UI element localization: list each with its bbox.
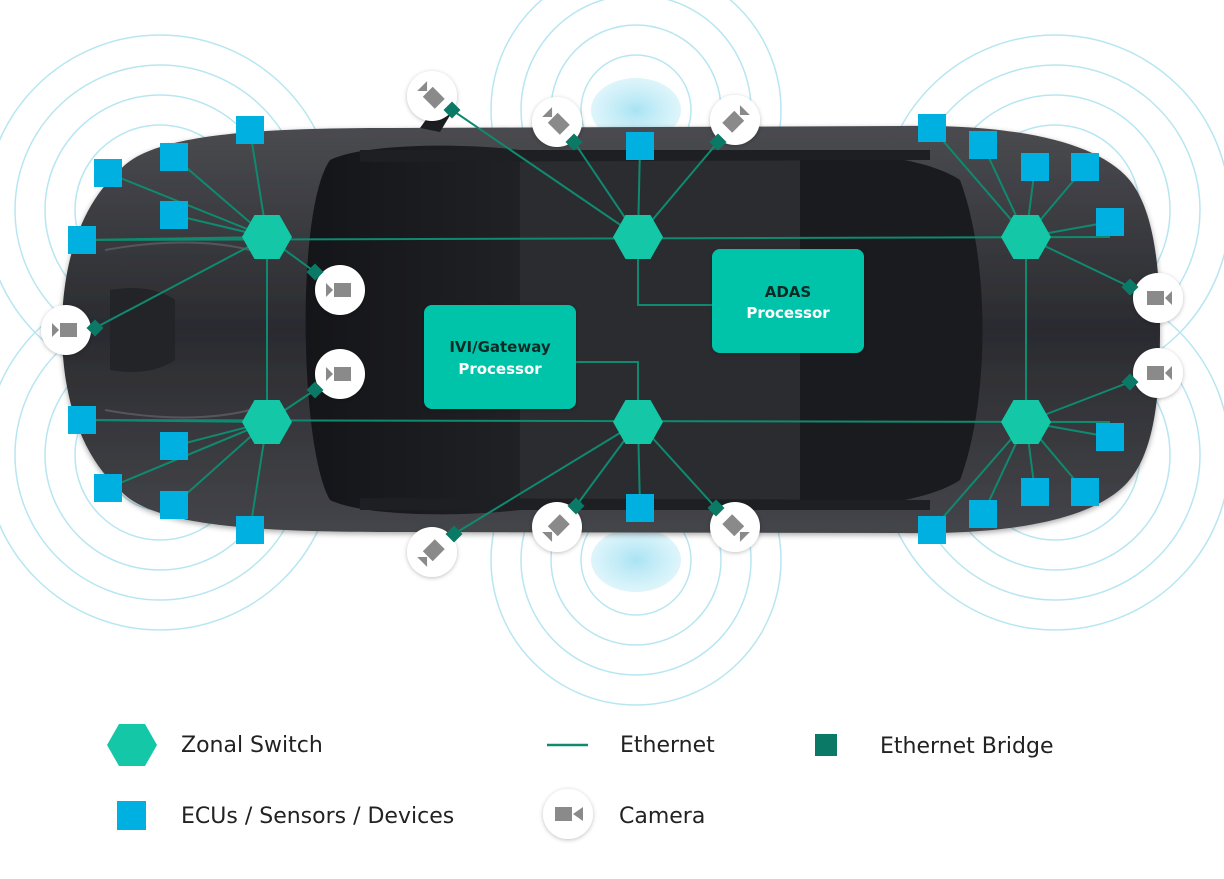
camera bbox=[315, 349, 365, 399]
video-camera-icon bbox=[52, 323, 77, 337]
ethernet-bridge bbox=[707, 499, 725, 517]
ecu-sensor-device bbox=[94, 474, 122, 502]
legend: Zonal Switch ECUs / Sensors / Devices Et… bbox=[107, 724, 1053, 839]
ethernet-bridge bbox=[565, 133, 583, 151]
camera bbox=[710, 95, 760, 145]
hexagon-icon bbox=[107, 724, 157, 766]
ecu-sensor-device bbox=[94, 159, 122, 187]
ecu-sensor-device bbox=[1021, 478, 1049, 506]
ecu-sensor-device bbox=[969, 131, 997, 159]
ivi-processor-label-1: IVI/Gateway bbox=[449, 338, 551, 356]
camera bbox=[1133, 348, 1183, 398]
ecu-sensor-device bbox=[1096, 208, 1124, 236]
ecu-sensor-device bbox=[236, 116, 264, 144]
camera bbox=[315, 265, 365, 315]
camera bbox=[41, 305, 91, 355]
ecu-sensor-device bbox=[68, 226, 96, 254]
camera bbox=[407, 527, 457, 577]
ethernet-bridge bbox=[306, 381, 324, 399]
ecu-sensor-device bbox=[969, 500, 997, 528]
ecu-sensor-device bbox=[918, 516, 946, 544]
ivi-gateway-processor: IVI/Gateway Processor bbox=[424, 305, 576, 409]
legend-ecus-label: ECUs / Sensors / Devices bbox=[181, 804, 454, 829]
ethernet-link bbox=[453, 421, 639, 535]
video-camera-icon bbox=[722, 105, 750, 133]
zonal-switch bbox=[613, 215, 663, 259]
camera bbox=[710, 502, 760, 552]
legend-camera-label: Camera bbox=[619, 804, 705, 829]
ethernet-bridge bbox=[86, 319, 104, 337]
ethernet-bridge bbox=[709, 133, 727, 151]
ecu-sensor-device bbox=[68, 406, 96, 434]
ecu-sensor-device bbox=[1071, 478, 1099, 506]
ecu-sensor-device bbox=[160, 201, 188, 229]
ecu-sensor-device bbox=[1096, 423, 1124, 451]
video-camera-icon bbox=[542, 514, 570, 542]
camera bbox=[1133, 273, 1183, 323]
ethernet-link bbox=[81, 419, 268, 423]
video-camera-icon bbox=[326, 283, 351, 297]
ethernet-bridge bbox=[445, 525, 463, 543]
coverage-glow bbox=[591, 528, 681, 592]
zonal-switch bbox=[242, 400, 292, 444]
zonal-switch bbox=[613, 400, 663, 444]
ethernet-link bbox=[94, 236, 268, 329]
ecu-sensor-device bbox=[1021, 153, 1049, 181]
video-camera-icon bbox=[542, 107, 570, 135]
legend-bridge: Ethernet Bridge bbox=[815, 734, 1053, 759]
ethernet-bridge bbox=[443, 101, 461, 119]
camera bbox=[532, 502, 582, 552]
rear-window bbox=[800, 150, 983, 510]
zonal-switch bbox=[1001, 400, 1051, 444]
adas-processor-label-2: Processor bbox=[746, 304, 830, 322]
video-camera-icon bbox=[417, 81, 445, 109]
processors: IVI/Gateway Processor ADAS Processor bbox=[424, 249, 864, 409]
legend-zonal-switch-label: Zonal Switch bbox=[181, 733, 323, 758]
ethernet-bridge bbox=[567, 497, 585, 515]
ecu-sensor-device bbox=[160, 143, 188, 171]
ethernet-link bbox=[931, 421, 1027, 531]
legend-zonal-switch: Zonal Switch bbox=[107, 724, 323, 766]
ethernet-link bbox=[81, 236, 268, 241]
ethernet-bridge bbox=[306, 263, 324, 281]
adas-processor-label-1: ADAS bbox=[765, 283, 811, 301]
legend-camera: Camera bbox=[543, 789, 705, 839]
zonal-switch bbox=[1001, 215, 1051, 259]
adas-processor: ADAS Processor bbox=[712, 249, 864, 353]
ecu-sensor-device bbox=[626, 494, 654, 522]
ivi-processor-label-2: Processor bbox=[458, 360, 542, 378]
ecu-sensor-device bbox=[160, 432, 188, 460]
coverage-glow bbox=[591, 78, 681, 142]
video-camera-icon bbox=[1147, 291, 1172, 305]
ecu-sensor-device bbox=[918, 114, 946, 142]
windshield bbox=[305, 145, 520, 515]
ethernet-link bbox=[931, 127, 1027, 238]
ecu-sensor-device bbox=[236, 516, 264, 544]
ethernet-link bbox=[451, 109, 639, 238]
zonal-switch bbox=[242, 215, 292, 259]
ethernet-link bbox=[637, 237, 712, 306]
square-icon bbox=[117, 801, 146, 830]
camera bbox=[532, 97, 582, 147]
legend-bridge-label: Ethernet Bridge bbox=[880, 734, 1053, 759]
video-camera-icon bbox=[326, 367, 351, 381]
network-nodes bbox=[41, 71, 1183, 577]
legend-ethernet: Ethernet bbox=[547, 733, 715, 758]
ecu-sensor-device bbox=[160, 491, 188, 519]
legend-ethernet-label: Ethernet bbox=[620, 733, 715, 758]
ecu-sensor-device bbox=[626, 132, 654, 160]
camera bbox=[407, 71, 457, 121]
video-camera-icon bbox=[722, 514, 750, 542]
video-camera-icon bbox=[417, 539, 445, 567]
legend-ecus: ECUs / Sensors / Devices bbox=[117, 801, 454, 830]
video-camera-icon bbox=[1147, 366, 1172, 380]
ecu-sensor-device bbox=[1071, 153, 1099, 181]
small-square-icon bbox=[815, 734, 837, 756]
